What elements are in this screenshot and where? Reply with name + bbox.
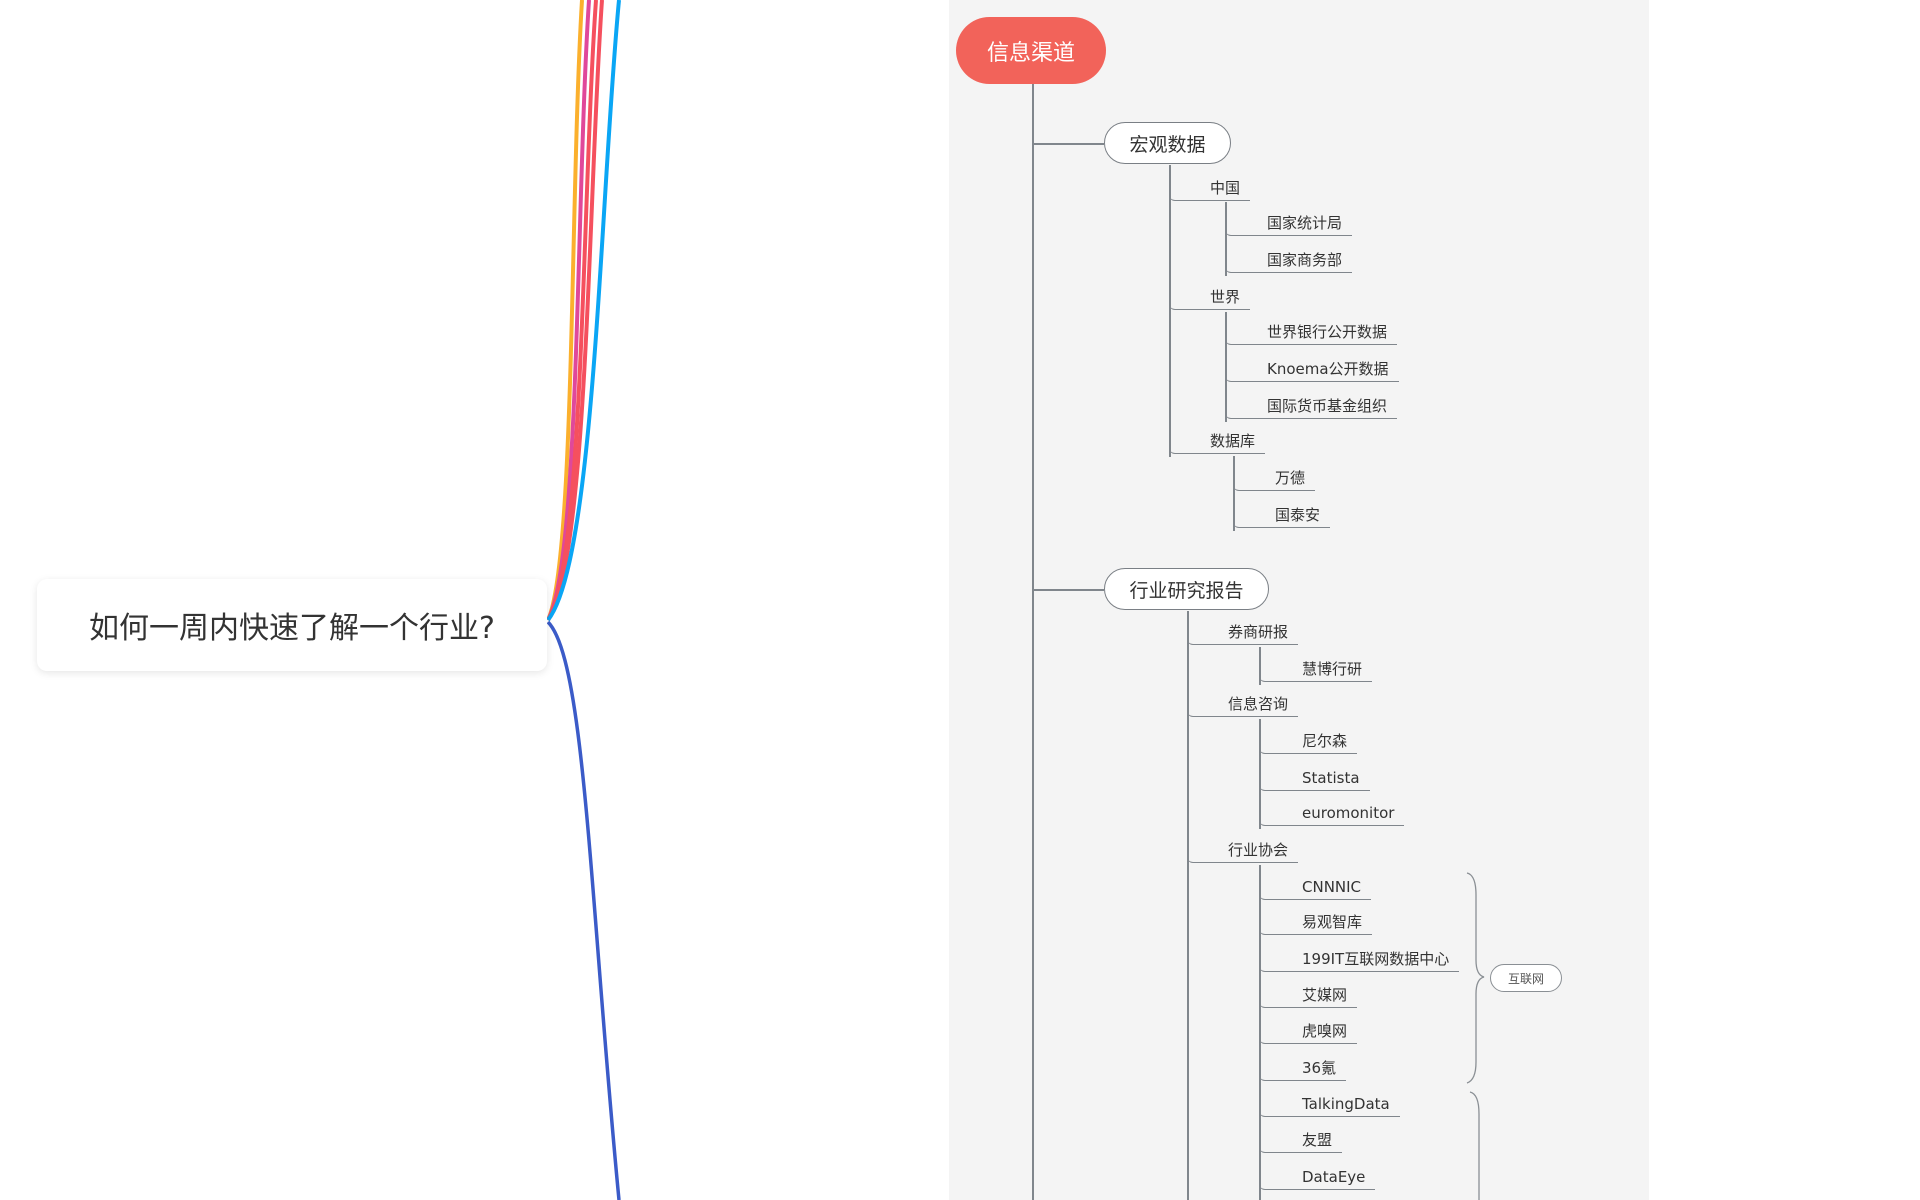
summary-internet[interactable]: 互联网 — [1490, 964, 1562, 992]
topic-label: 宏观数据 — [1129, 133, 1206, 156]
leaf-item[interactable]: Statista — [1259, 766, 1370, 791]
broker-vline — [1259, 647, 1261, 685]
leaf-item[interactable]: 万德 — [1233, 466, 1316, 491]
leaf-item[interactable]: 国家统计局 — [1225, 211, 1353, 236]
leaf-item[interactable]: 世界银行公开数据 — [1225, 320, 1398, 345]
leaf-item[interactable]: 慧博行研 — [1259, 657, 1373, 682]
database-vline — [1233, 456, 1235, 531]
trunk-line — [1032, 84, 1034, 1200]
canvas-panel — [949, 0, 1649, 1200]
topic-industry-reports[interactable]: 行业研究报告 — [1104, 568, 1269, 610]
leaf-item[interactable]: euromonitor — [1259, 801, 1405, 826]
association-vline — [1259, 865, 1261, 1200]
root-topic-info-channels[interactable]: 信息渠道 — [956, 17, 1106, 84]
leaf-item[interactable]: 36氪 — [1259, 1056, 1347, 1081]
leaf-item[interactable]: 国家商务部 — [1225, 248, 1353, 273]
connector-industry — [1032, 589, 1104, 591]
leaf-item[interactable]: 友盟 — [1259, 1128, 1343, 1153]
topic-macro-data[interactable]: 宏观数据 — [1104, 122, 1231, 164]
subtopic-china[interactable]: 中国 — [1169, 176, 1251, 201]
central-topic[interactable]: 如何一周内快速了解一个行业? — [37, 579, 547, 671]
subtopic-database[interactable]: 数据库 — [1169, 429, 1266, 454]
leaf-item[interactable]: 易观智库 — [1259, 910, 1373, 935]
leaf-item[interactable]: TalkingData — [1259, 1092, 1400, 1117]
leaf-item[interactable]: 199IT互联网数据中心 — [1259, 947, 1460, 972]
connector-macro — [1032, 143, 1104, 145]
world-vline — [1225, 312, 1227, 422]
branch-line-blue — [546, 0, 621, 622]
root-topic-label: 信息渠道 — [986, 40, 1075, 66]
subtopic-association[interactable]: 行业协会 — [1187, 838, 1299, 863]
consulting-vline — [1259, 719, 1261, 829]
subtopic-broker-research[interactable]: 券商研报 — [1187, 620, 1299, 645]
leaf-item[interactable]: 艾媒网 — [1259, 983, 1358, 1008]
summary-label: 互联网 — [1507, 971, 1544, 986]
summary-brace-2 — [1469, 1091, 1480, 1200]
leaf-item[interactable]: DataEye — [1259, 1165, 1376, 1190]
leaf-item[interactable]: 虎嗅网 — [1259, 1019, 1358, 1044]
macro-vline — [1169, 165, 1171, 457]
branch-line-red-2 — [546, 0, 604, 622]
leaf-item[interactable]: 尼尔森 — [1259, 729, 1358, 754]
central-topic-label: 如何一周内快速了解一个行业? — [89, 611, 495, 646]
leaf-item[interactable]: 国际货币基金组织 — [1225, 394, 1398, 419]
leaf-item[interactable]: 国泰安 — [1233, 503, 1331, 528]
industry-vline — [1187, 611, 1189, 1200]
summary-brace-internet — [1466, 872, 1485, 1084]
branch-line-dark-blue — [546, 620, 621, 1200]
topic-label: 行业研究报告 — [1129, 579, 1244, 602]
subtopic-world[interactable]: 世界 — [1169, 285, 1251, 310]
subtopic-consulting[interactable]: 信息咨询 — [1187, 692, 1299, 717]
leaf-item[interactable]: CNNNIC — [1259, 875, 1372, 900]
leaf-item[interactable]: Knoema公开数据 — [1225, 357, 1399, 382]
china-vline — [1225, 202, 1227, 276]
